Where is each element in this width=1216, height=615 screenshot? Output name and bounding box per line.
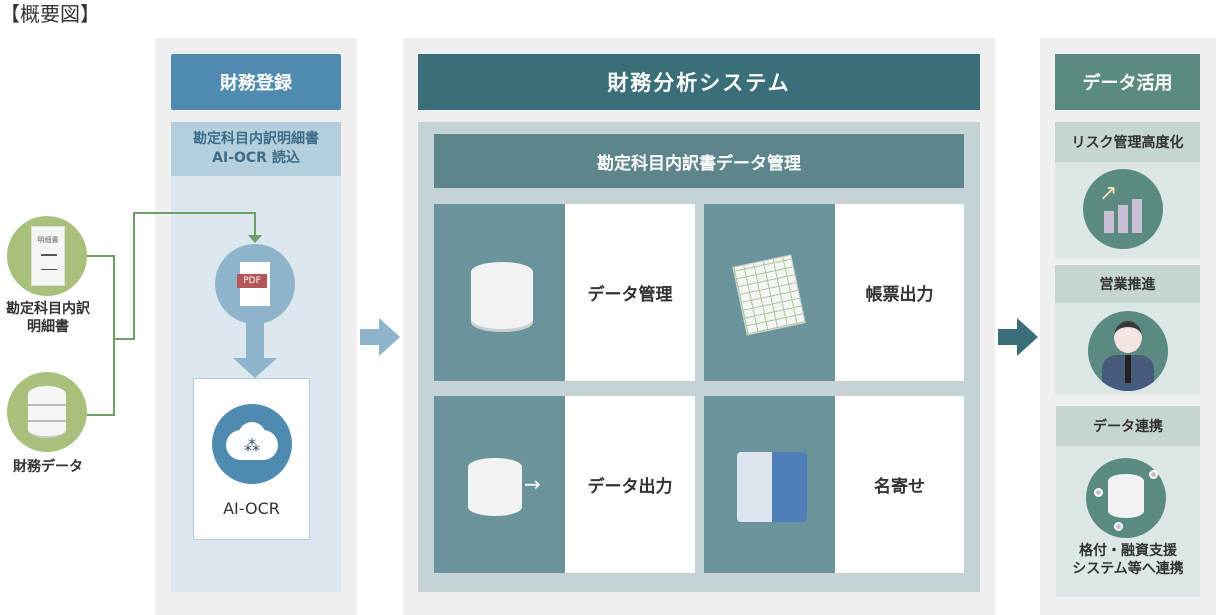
ocr-subheader-line1: 勘定科目内訳明細書 (193, 131, 319, 147)
connector-line (254, 212, 256, 236)
pdf-badge: PDF (237, 274, 267, 288)
card-label: 名寄せ (835, 396, 964, 573)
arrow-down-icon (233, 358, 277, 378)
data-link-section: データ連携 格付・融資支援 システム等へ連携 (1056, 406, 1200, 597)
section-caption: 格付・融資支援 システム等へ連携 (1072, 543, 1184, 577)
ocr-subheader-line2: AI-OCR 読込 (212, 150, 300, 166)
utilization-header: データ活用 (1055, 54, 1200, 110)
ai-ocr-label: AI-OCR (223, 499, 280, 518)
sales-section: 営業推進 (1055, 265, 1200, 394)
statement-label: 勘定科目内訳 明細書 (6, 301, 90, 335)
registration-header: 財務登録 (171, 54, 341, 110)
connector-line (113, 338, 134, 340)
ai-ocr-box: ⁂ AI-OCR (193, 378, 310, 540)
cloud-network-icon: ⁂ (212, 404, 292, 484)
statement-document-icon: 明細書 (7, 216, 87, 296)
card-name-matching[interactable]: 名寄せ (704, 396, 964, 573)
section-label: データ連携 (1056, 406, 1200, 446)
person-icon (1088, 311, 1168, 391)
card-label: 帳票出力 (835, 204, 964, 381)
connector-line (133, 212, 135, 340)
card-label: データ管理 (565, 204, 695, 381)
card-report-output[interactable]: 帳票出力 (704, 204, 964, 381)
connector-line (87, 414, 114, 416)
arrow-shaft (246, 322, 264, 360)
analysis-subheader: 勘定科目内訳書データ管理 (434, 134, 964, 188)
connector-line (87, 255, 114, 257)
database-link-icon (1086, 458, 1166, 538)
pdf-icon: PDF (215, 244, 295, 324)
chart-growth-icon: ↗ (1083, 169, 1163, 249)
statement-doc-text: 明細書 (37, 236, 59, 244)
spreadsheet-icon (732, 254, 806, 336)
section-label: リスク管理高度化 (1055, 122, 1200, 162)
arrow-right-icon (379, 318, 400, 356)
connector-line (133, 212, 255, 214)
section-label: 営業推進 (1055, 265, 1200, 303)
puzzle-icon (737, 452, 807, 522)
diagram-title: 【概要図】 (0, 2, 100, 26)
arrow-right-icon (1017, 318, 1038, 356)
risk-section: リスク管理高度化 ↗ (1055, 122, 1200, 258)
financial-data-label: 財務データ (13, 459, 83, 475)
arrow-right-icon: → (524, 472, 541, 496)
card-data-management[interactable]: データ管理 (434, 204, 695, 381)
arrow-down-icon (248, 235, 262, 243)
database-export-icon (468, 458, 522, 516)
flow-arrow (360, 329, 380, 345)
ocr-subheader: 勘定科目内訳明細書 AI-OCR 読込 (171, 122, 341, 176)
database-icon (471, 262, 533, 332)
analysis-header: 財務分析システム (418, 54, 980, 110)
connector-line (113, 255, 115, 416)
card-label: データ出力 (565, 396, 695, 573)
flow-arrow (998, 329, 1018, 345)
card-data-export[interactable]: → データ出力 (434, 396, 695, 573)
database-icon (7, 372, 87, 452)
